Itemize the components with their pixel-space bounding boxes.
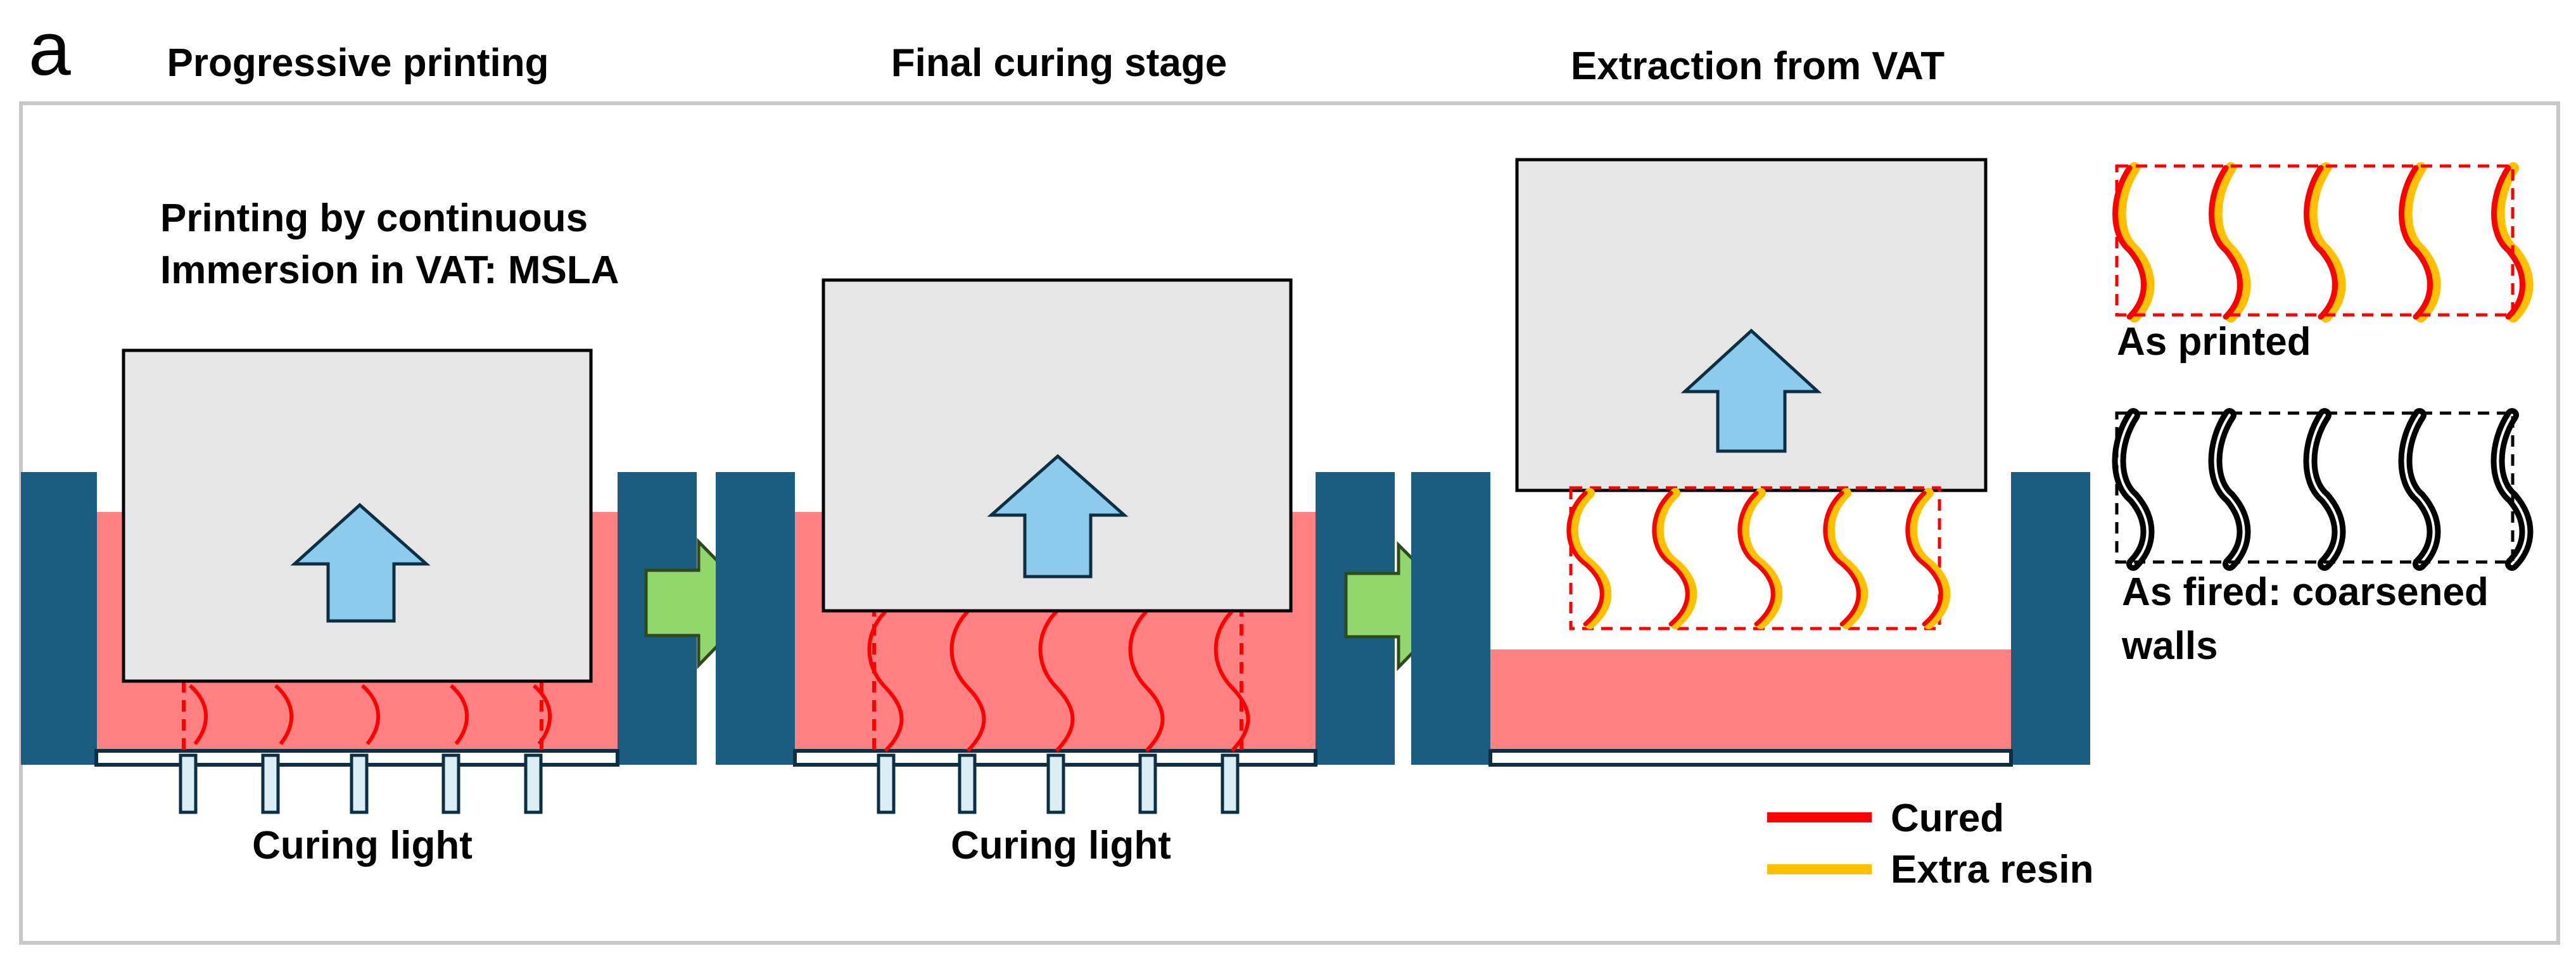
- method-note-line2: Immersion in VAT: MSLA: [160, 248, 619, 292]
- legend: Cured Extra resin: [1767, 796, 2094, 892]
- resin-pool: [1490, 649, 2011, 760]
- as-fired-label-line1: As fired: coarsened: [2122, 570, 2489, 614]
- light-beam: [877, 753, 896, 814]
- vat-wall-right: [2011, 472, 2090, 765]
- extracted-part: [1566, 486, 1951, 630]
- light-beam: [179, 753, 198, 814]
- cured-walls: [870, 605, 1248, 751]
- curing-light-label-2: Curing light: [951, 824, 1171, 867]
- light-beam: [1221, 753, 1240, 814]
- vat-floor: [1488, 749, 2013, 767]
- up-arrow-icon: [987, 454, 1129, 578]
- curing-light-beams: [179, 753, 543, 814]
- light-beam: [441, 753, 460, 814]
- light-beam: [1046, 753, 1065, 814]
- method-note-line1: Printing by continuous: [160, 196, 588, 240]
- stage-title-final-curing: Final curing stage: [891, 41, 1228, 85]
- extra-resin-walls: [1568, 488, 1951, 629]
- light-beam: [261, 753, 280, 814]
- light-beam: [1138, 753, 1157, 814]
- panel-label: a: [29, 6, 71, 91]
- stage-title-progressive: Progressive printing: [167, 41, 549, 85]
- curing-light-beams: [877, 753, 1240, 814]
- as-fired-label-line2: walls: [2121, 624, 2218, 668]
- up-arrow-icon: [1680, 328, 1822, 453]
- curing-light-label-1: Curing light: [252, 824, 473, 867]
- cured-walls: [182, 681, 550, 751]
- stage-2-vat: [716, 278, 1395, 814]
- legend-label-cured: Cured: [1891, 796, 2004, 840]
- as-fired-inset: [2117, 413, 2527, 564]
- vat-wall-left: [21, 472, 97, 765]
- inset-frame: [2115, 411, 2515, 564]
- stage-1-vat: [21, 348, 697, 814]
- as-printed-inset: [2116, 166, 2528, 317]
- as-printed-label: As printed: [2117, 320, 2311, 364]
- stage-3-vat: [1411, 158, 2090, 767]
- vat-wall-left: [1411, 472, 1490, 765]
- light-beam: [958, 753, 977, 814]
- stage-title-extraction: Extraction from VAT: [1571, 44, 1945, 88]
- part-outline: [1569, 486, 1941, 630]
- light-beam: [524, 753, 543, 814]
- legend-label-extra-resin: Extra resin: [1891, 848, 2094, 892]
- light-beam: [350, 753, 369, 814]
- up-arrow-icon: [290, 502, 431, 623]
- cured-walls: [1566, 490, 1943, 627]
- vat-wall-left: [716, 472, 795, 765]
- inset-frame: [2115, 164, 2515, 317]
